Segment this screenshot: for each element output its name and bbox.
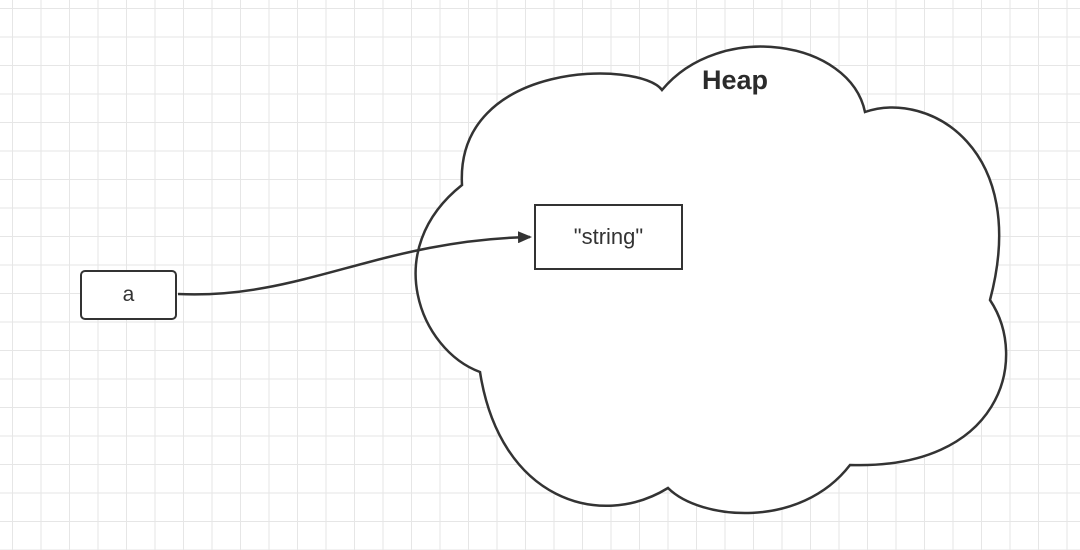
variable-box[interactable]: a [80,270,177,320]
value-box[interactable]: "string" [534,204,683,270]
heap-cloud-shape [414,45,1008,515]
value-label: "string" [573,224,644,249]
heap-title: Heap [702,65,769,95]
reference-arrow [177,231,532,296]
variable-label: a [122,283,135,306]
